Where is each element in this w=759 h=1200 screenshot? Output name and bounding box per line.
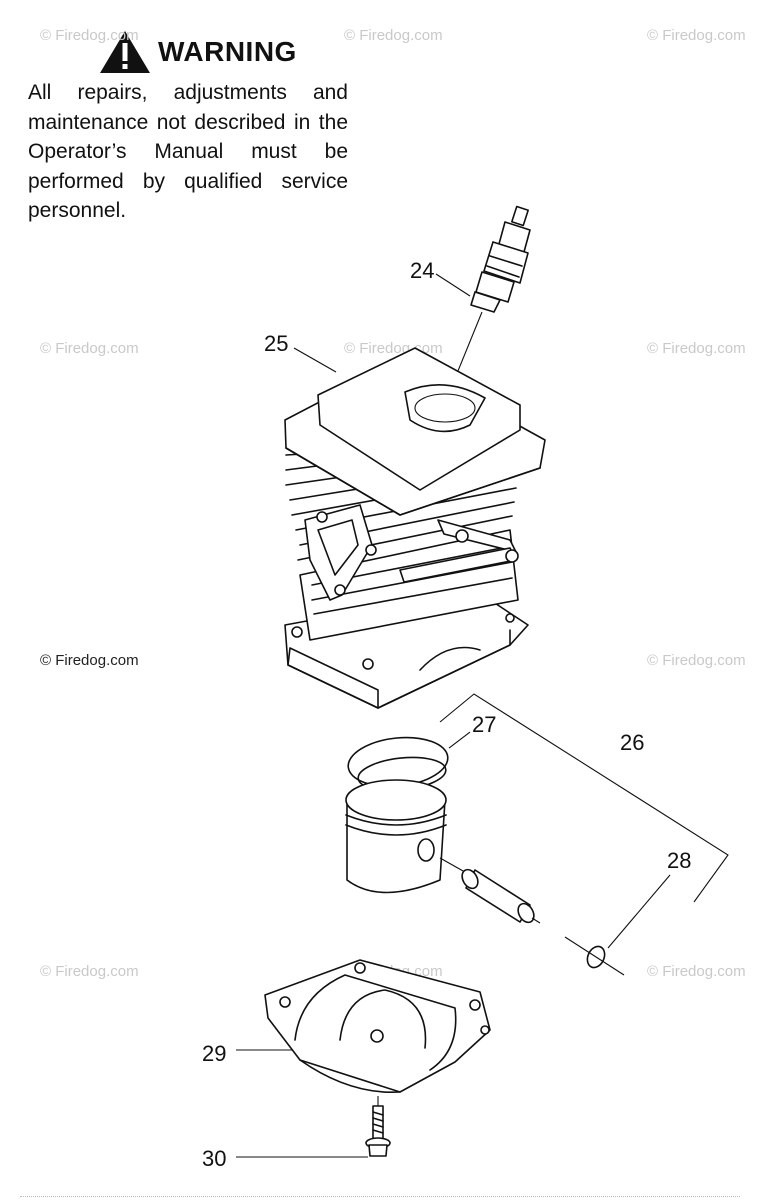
callout-25: 25: [264, 331, 289, 356]
callout-28: 28: [667, 848, 692, 873]
warning-title: WARNING: [158, 36, 297, 67]
watermark: © Firedog.com: [344, 27, 443, 44]
watermark: © Firedog.com: [40, 27, 139, 44]
watermark-credit: © Firedog.com: [40, 652, 139, 669]
warning-text: All repairs, adjustments and maintenance…: [28, 81, 348, 222]
callout-27: 27: [472, 712, 497, 737]
cylinder: [284, 347, 546, 709]
piston-pin: [439, 857, 541, 924]
leader-27: [448, 731, 471, 749]
callout-29: 29: [202, 1041, 227, 1066]
watermark: © Firedog.com: [647, 652, 746, 669]
warning-triangle-icon: [100, 31, 150, 73]
footer-divider: [20, 1196, 740, 1199]
leader-25: [293, 347, 337, 373]
leader-24: [435, 273, 471, 297]
piston: [345, 779, 447, 894]
spark-plug: [437, 205, 531, 421]
watermark: © Firedog.com: [40, 963, 139, 980]
callout-26: 26: [620, 730, 645, 755]
callout-30: 30: [202, 1146, 227, 1171]
leader-28: [607, 874, 671, 949]
watermark: © Firedog.com: [647, 963, 746, 980]
watermark: © Firedog.com: [647, 340, 746, 357]
crankcase-half: [264, 959, 491, 1094]
watermark: © Firedog.com: [40, 340, 139, 357]
bracket-26: [439, 693, 729, 903]
watermark: © Firedog.com: [647, 27, 746, 44]
circlip: [564, 936, 625, 976]
callout-24: 24: [410, 258, 435, 283]
warning-header: WARNING: [98, 28, 297, 76]
screw: [365, 1096, 391, 1157]
